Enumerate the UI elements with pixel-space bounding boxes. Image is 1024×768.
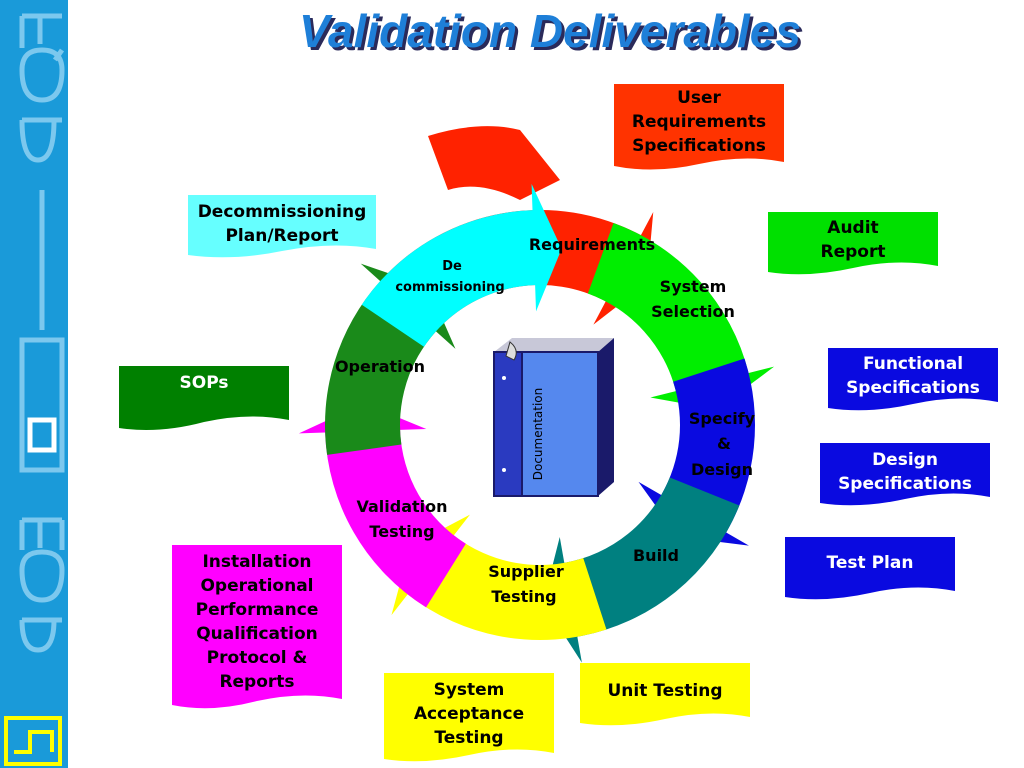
- deliverable-line: Acceptance: [413, 704, 525, 724]
- segment-label-requirements: Requirements: [529, 235, 655, 254]
- requirements-ribbon-arrow: [428, 126, 560, 200]
- deliverable-line: Specifications: [632, 136, 766, 156]
- deliverable-line: Specifications: [838, 474, 972, 494]
- segment-validation-testing-arrow: [298, 403, 466, 608]
- deliverable-unit-testing: Unit Testing: [580, 663, 750, 731]
- segment-label-operation: Operation: [335, 357, 425, 376]
- segment-label-ampersand: &: [717, 434, 731, 453]
- segment-label-validation-testing: Testing: [369, 522, 434, 541]
- segment-label-build: Build: [633, 546, 679, 565]
- documentation-binder-icon: Documentation: [493, 338, 614, 497]
- deliverable-design-specifications: Design Specifications: [820, 443, 990, 511]
- deliverable-line: System: [433, 680, 505, 700]
- deliverable-audit-report: Audit Report: [768, 212, 938, 278]
- deliverable-system-acceptance-testing: System Acceptance Testing: [384, 673, 554, 767]
- segment-label-selection: Selection: [651, 302, 735, 321]
- deliverable-line: Test Plan: [826, 553, 914, 573]
- segment-label-de: De: [442, 259, 462, 274]
- deliverable-line: Decommissioning: [197, 202, 367, 222]
- deliverable-line: Audit: [827, 218, 879, 238]
- deliverable-text: Audit Report: [768, 212, 938, 264]
- deliverable-line: Design: [872, 450, 938, 470]
- deliverable-text: User Requirements Specifications: [614, 84, 784, 158]
- deliverable-line: Reports: [219, 672, 295, 692]
- segment-system-selection-arrow: [587, 222, 775, 410]
- deliverable-line: Plan/Report: [225, 226, 339, 246]
- sidebar-logo-band: [0, 0, 68, 768]
- document-shape: [580, 663, 750, 726]
- document-shape: [172, 545, 342, 709]
- deliverable-text: SOPs: [119, 366, 289, 395]
- deliverable-line: Testing: [434, 728, 504, 748]
- deliverable-installation-qualification: Installation Operational Performance Qua…: [172, 545, 342, 715]
- deliverable-text: Decommissioning Plan/Report: [188, 195, 376, 248]
- page-title: Validation Deliverables: [299, 5, 801, 57]
- deliverable-line: Protocol &: [206, 648, 308, 668]
- deliverable-line: Operational: [200, 576, 314, 596]
- deliverable-decommissioning-plan: Decommissioning Plan/Report: [188, 195, 376, 263]
- segment-label-supplier: Supplier: [488, 562, 564, 581]
- deliverable-line: Installation: [202, 552, 312, 572]
- segment-label-system: System: [660, 277, 727, 296]
- deliverable-line: Functional: [862, 354, 964, 374]
- segment-label-validation: Validation: [356, 497, 447, 516]
- deliverable-line: Qualification: [196, 624, 318, 644]
- document-shape: [768, 212, 938, 275]
- document-shape: [384, 673, 554, 762]
- deliverable-test-plan: Test Plan: [785, 537, 955, 605]
- segment-label-commissioning: commissioning: [395, 280, 504, 295]
- deliverable-text: Test Plan: [785, 537, 955, 575]
- segment-label-supplier-testing: Testing: [491, 587, 556, 606]
- document-shape: [614, 84, 784, 170]
- deliverable-text: System Acceptance Testing: [384, 673, 554, 750]
- deliverable-sops: SOPs: [119, 366, 289, 434]
- document-shape: [188, 195, 376, 258]
- deliverable-text: Design Specifications: [820, 443, 990, 496]
- deliverable-text: Installation Operational Performance Qua…: [172, 545, 342, 694]
- segment-label-design: Design: [691, 460, 753, 479]
- deliverable-line: SOPs: [179, 373, 229, 393]
- document-shape: [828, 348, 998, 411]
- deliverable-text: Functional Specifications: [828, 348, 998, 400]
- document-shape: [820, 443, 990, 506]
- deliverable-line: Unit Testing: [607, 681, 723, 701]
- deliverable-line: Specifications: [846, 378, 980, 398]
- deliverable-functional-specifications: Functional Specifications: [828, 348, 998, 416]
- documentation-label: Documentation: [531, 388, 545, 481]
- deliverable-line: Requirements: [631, 112, 767, 132]
- segment-decommissioning-arrow: [361, 183, 562, 347]
- document-shape: [785, 537, 955, 600]
- deliverable-line: User: [677, 88, 721, 108]
- deliverable-line: Report: [820, 242, 886, 262]
- deliverable-text: Unit Testing: [580, 663, 750, 703]
- pqe-logo-icon: [0, 0, 68, 768]
- segment-label-specify: Specify: [689, 409, 756, 428]
- deliverable-user-requirements: User Requirements Specifications: [614, 84, 784, 176]
- deliverable-line: Performance: [195, 600, 319, 620]
- document-shape: [119, 366, 289, 430]
